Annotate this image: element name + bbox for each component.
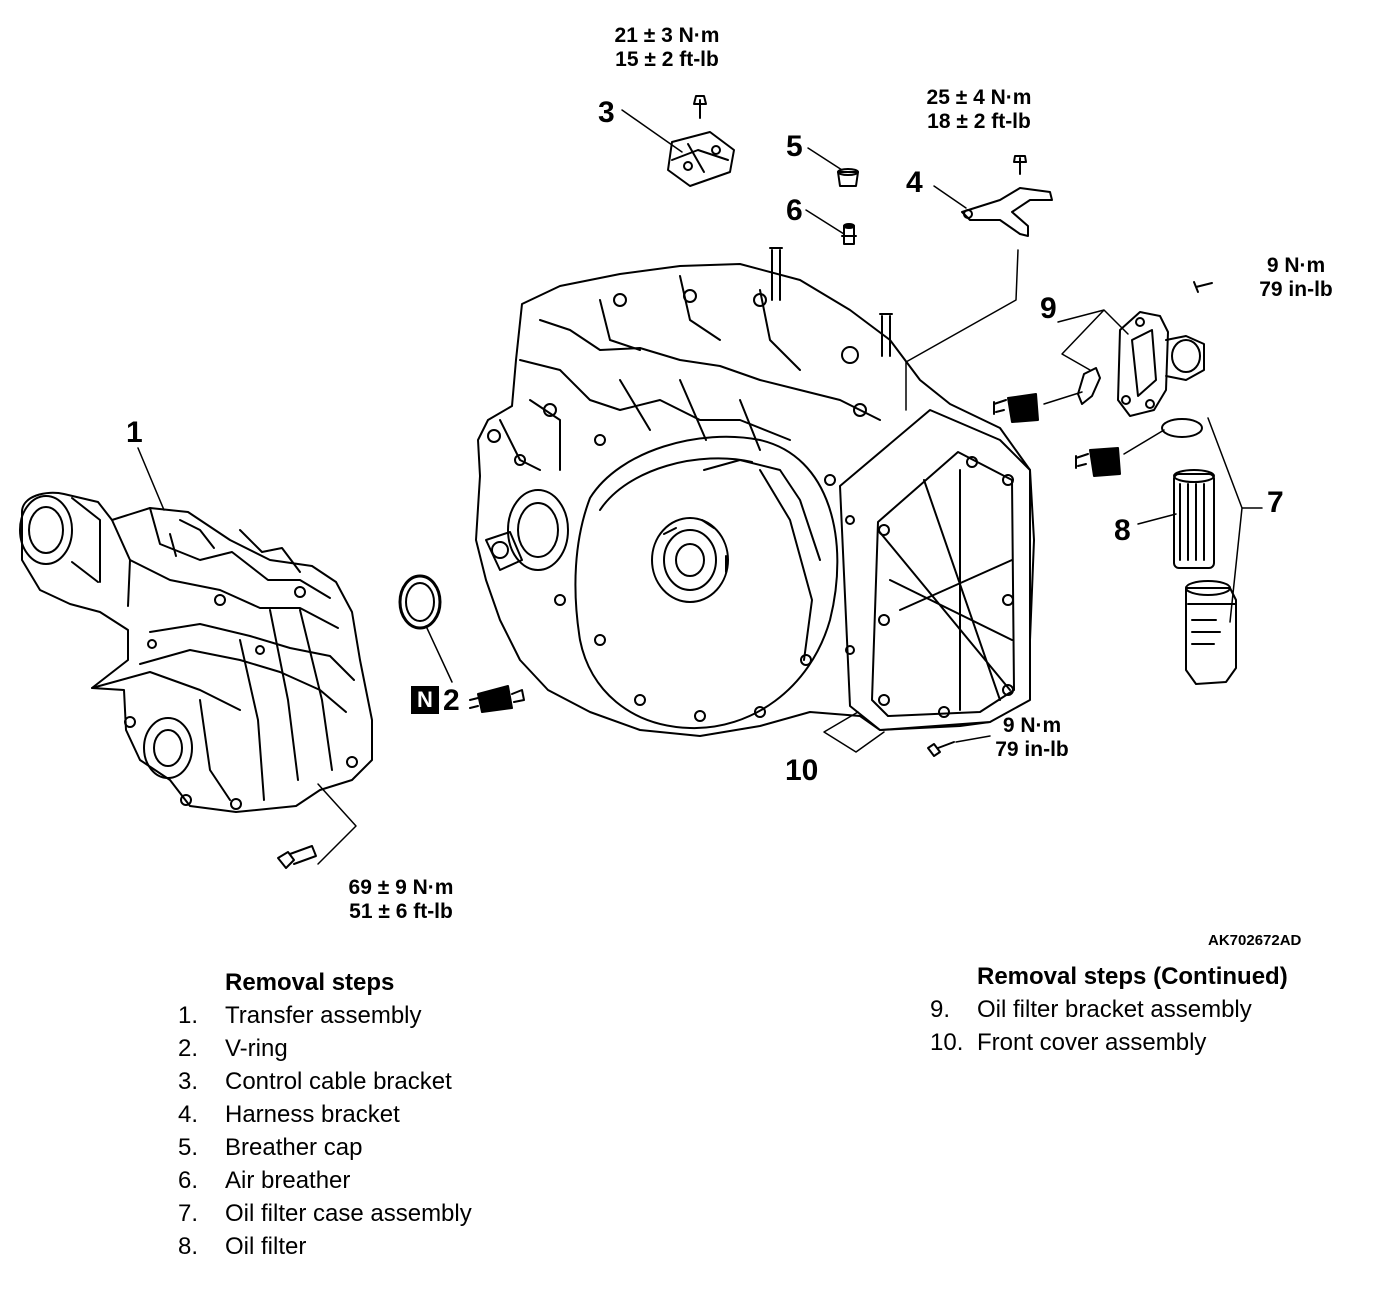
oil-filter-drawing [1173, 469, 1215, 569]
non-reusable-part-symbol: N [411, 686, 439, 714]
list-item: 6.Air breather [178, 1167, 351, 1194]
removal-steps-list: 1.Transfer assembly 2.V-ring 3.Control c… [178, 999, 598, 1263]
torque-ftlb: 15 ± 2 ft-lb [615, 48, 719, 71]
list-item: 10.Front cover assembly [930, 1029, 1207, 1056]
callout-1: 1 [126, 416, 143, 449]
torque-spec-front-cover: 9 N·m 79 in-lb [982, 714, 1082, 762]
torque-inlb: 79 in-lb [995, 738, 1069, 761]
transfer-assembly-drawing [19, 491, 373, 813]
callout-2: 2 [443, 684, 460, 717]
list-item: 8.Oil filter [178, 1233, 307, 1260]
leader-lines [137, 109, 1263, 865]
connector-drawing [993, 393, 1121, 477]
harness-bracket-drawing [961, 155, 1053, 237]
figure-id: AK702672AD [1208, 932, 1302, 949]
oil-filter-case-drawing [1185, 580, 1237, 685]
callout-5: 5 [786, 130, 803, 163]
callout-9: 9 [1040, 292, 1057, 325]
list-item: 3.Control cable bracket [178, 1068, 452, 1095]
torque-nm: 69 ± 9 N·m [348, 876, 454, 899]
v-ring-drawing [398, 574, 442, 630]
list-item: 7.Oil filter case assembly [178, 1200, 472, 1227]
air-breather-drawing [841, 223, 857, 245]
torque-spec-transfer-assembly: 69 ± 9 N·m 51 ± 6 ft-lb [334, 876, 468, 924]
callout-10: 10 [785, 754, 819, 787]
list-item: 1.Transfer assembly [178, 1002, 422, 1029]
callout-4: 4 [906, 166, 923, 199]
torque-spec-oil-filter-bracket: 9 N·m 79 in-lb [1246, 254, 1346, 302]
removal-steps-continued-heading: Removal steps (Continued) [977, 963, 1288, 990]
removal-steps-left: Removal steps 1.Transfer assembly 2.V-ri… [178, 966, 598, 1263]
torque-spec-harness-bracket: 25 ± 4 N·m 18 ± 2 ft-lb [912, 86, 1046, 134]
callout-3: 3 [598, 96, 615, 129]
o-ring-drawing [1161, 418, 1203, 438]
oil-filter-bracket-drawing [1077, 281, 1213, 417]
torque-ftlb: 18 ± 2 ft-lb [927, 110, 1031, 133]
list-item: 9.Oil filter bracket assembly [930, 996, 1252, 1023]
removal-steps-heading: Removal steps [225, 969, 395, 996]
callout-8: 8 [1114, 514, 1131, 547]
list-item: 2.V-ring [178, 1035, 288, 1062]
breather-cap-drawing [837, 168, 859, 187]
callout-6: 6 [786, 194, 803, 227]
torque-inlb: 79 in-lb [1259, 278, 1333, 301]
torque-spec-control-cable-bracket: 21 ± 3 N·m 15 ± 2 ft-lb [600, 24, 734, 72]
torque-nm: 25 ± 4 N·m [926, 86, 1032, 109]
list-item: 4.Harness bracket [178, 1101, 400, 1128]
control-cable-bracket-drawing [667, 95, 735, 187]
removal-steps-right: Removal steps (Continued) 9.Oil filter b… [930, 960, 1370, 1059]
torque-nm: 21 ± 3 N·m [614, 24, 720, 47]
bolt-drawings [277, 741, 955, 869]
torque-nm: 9 N·m [1002, 714, 1062, 737]
torque-ftlb: 51 ± 6 ft-lb [349, 900, 453, 923]
removal-steps-continued-list: 9.Oil filter bracket assembly 10.Front c… [930, 993, 1370, 1059]
callout-7: 7 [1267, 486, 1284, 519]
sealant-symbol-icon [469, 685, 525, 713]
torque-nm: 9 N·m [1266, 254, 1326, 277]
list-item: 5.Breather cap [178, 1134, 363, 1161]
transmission-case-drawing [475, 247, 1035, 737]
